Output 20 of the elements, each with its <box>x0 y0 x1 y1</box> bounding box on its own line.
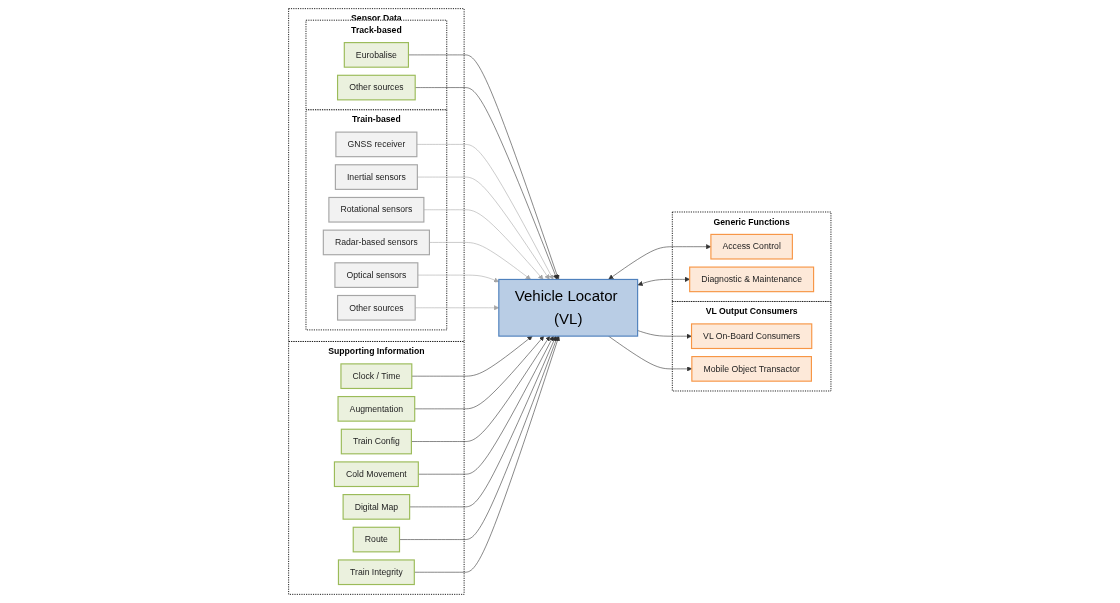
node-box: GNSS receiver <box>335 131 418 158</box>
node-box: Clock / Time <box>340 363 413 390</box>
node-box: Mobile Object Transactor <box>691 356 813 382</box>
node-box: Vehicle Locator (VL) <box>498 278 639 337</box>
node-box: Other sources <box>337 294 416 321</box>
node-box: Inertial sensors <box>335 164 419 190</box>
node-box: VL On-Board Consumers <box>691 323 813 350</box>
node-box: Augmentation <box>337 396 416 422</box>
node-box: Other sources <box>337 74 416 101</box>
node-box: Diagnostic & Maintenance <box>689 266 815 293</box>
node-box: Route <box>352 526 401 553</box>
node-box: Optical sensors <box>334 262 419 288</box>
node-box: Digital Map <box>342 494 411 520</box>
node-box: Train Integrity <box>338 559 416 586</box>
node-box: Radar-based sensors <box>322 229 431 256</box>
node-box: Rotational sensors <box>328 196 425 223</box>
node-box: Train Config <box>340 428 413 455</box>
node-box: Eurobalise <box>343 42 410 68</box>
node-box: Access Control <box>710 233 794 260</box>
node-box: Cold Movement <box>334 461 420 488</box>
